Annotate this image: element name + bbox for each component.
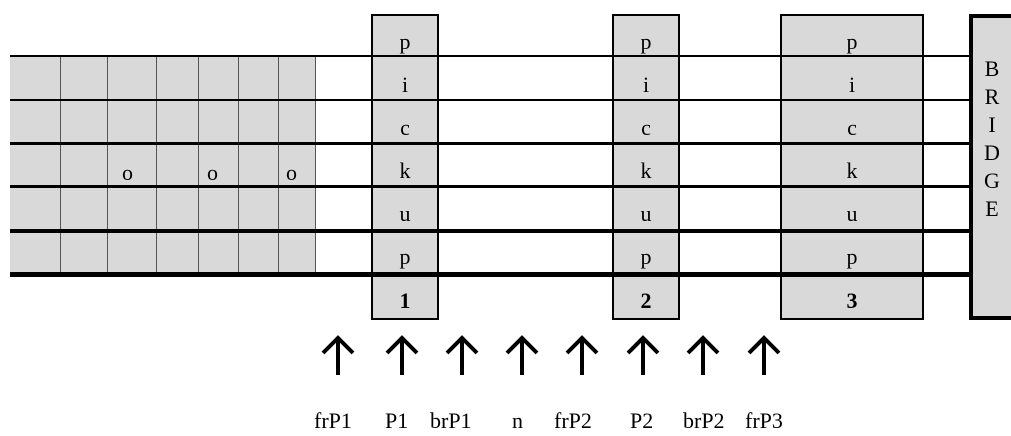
pickup-letter: p [846, 244, 858, 269]
pickup-divider [780, 55, 924, 57]
pickup-divider [371, 99, 439, 101]
up-arrow-icon [626, 335, 660, 375]
pickup-number: 2 [640, 288, 652, 313]
pickup-divider [612, 229, 680, 233]
pickup-letter: k [399, 158, 411, 183]
pickup-letter: i [848, 72, 856, 97]
pickup-divider [780, 229, 924, 233]
fret-line [156, 56, 157, 276]
pickup-letter: p [399, 244, 411, 269]
pickup-letter: u [399, 201, 411, 226]
pickup-divider [612, 185, 680, 188]
pickup-number: 3 [846, 288, 858, 313]
bridge-letter: I [988, 112, 996, 137]
pickup-letter: p [640, 244, 652, 269]
string-line [10, 142, 970, 145]
bridge-letter: R [984, 84, 1000, 109]
pickup-divider [612, 55, 680, 57]
pickup-letter: k [640, 158, 652, 183]
up-arrow-icon [747, 335, 781, 375]
bridge-letter: G [984, 168, 1000, 193]
fret-line [315, 56, 316, 276]
up-arrow-icon [565, 335, 599, 375]
fret-marker: o [122, 160, 133, 185]
pickup-letter: u [846, 201, 858, 226]
pickup-divider [371, 229, 439, 233]
fret-line [107, 56, 108, 276]
position-label: frP2 [554, 408, 592, 433]
position-label: P1 [385, 408, 409, 433]
pickup-letter: c [400, 115, 410, 140]
pickup-1: p i c k u p 1 [371, 14, 439, 320]
position-label: P2 [630, 408, 654, 433]
string-line [10, 55, 970, 57]
position-label: brP1 [430, 408, 472, 433]
pickup-divider [371, 142, 439, 145]
pickup-divider [371, 272, 439, 277]
pickup-divider [612, 272, 680, 277]
pickup-divider [780, 142, 924, 145]
pickup-divider [371, 185, 439, 188]
bridge: B R I D G E ​ [969, 14, 1011, 320]
pickup-letter: k [846, 158, 858, 183]
fret-line [60, 56, 61, 276]
pickup-divider [780, 99, 924, 101]
position-label: frP3 [745, 408, 783, 433]
fret-marker: o [286, 160, 297, 185]
pickup-number: 1 [399, 288, 411, 313]
pickup-letter: u [640, 201, 652, 226]
position-label: brP2 [683, 408, 725, 433]
bridge-letter: ​ [973, 226, 1011, 248]
string-line [10, 229, 970, 233]
pickup-letter: c [847, 115, 857, 140]
fret-line [278, 56, 279, 276]
string-line [10, 99, 970, 101]
bridge-letter: B [984, 56, 1000, 81]
pickup-divider [780, 272, 924, 277]
up-arrow-icon [445, 335, 479, 375]
position-label: n [512, 408, 523, 433]
pickup-letter: p [846, 29, 858, 54]
up-arrow-icon [385, 335, 419, 375]
pickup-letter: p [640, 29, 652, 54]
pickup-divider [612, 99, 680, 101]
pickup-divider [780, 185, 924, 188]
pickup-letter: i [642, 72, 650, 97]
pickup-letter: p [399, 29, 411, 54]
fret-line [238, 56, 239, 276]
pickup-letter: i [401, 72, 409, 97]
pickup-3: p i c k u p 3 [780, 14, 924, 320]
up-arrow-icon [686, 335, 720, 375]
fretboard [10, 56, 316, 276]
fret-line [198, 56, 199, 276]
up-arrow-icon [505, 335, 539, 375]
string-line [10, 272, 970, 277]
bridge-letter: E [985, 196, 999, 221]
string-line [10, 185, 970, 188]
pickup-letter: c [641, 115, 651, 140]
position-label: frP1 [314, 408, 352, 433]
bridge-letter: D [984, 140, 1000, 165]
pickup-2: p i c k u p 2 [612, 14, 680, 320]
pickup-divider [371, 55, 439, 57]
fret-marker: o [207, 160, 218, 185]
up-arrow-icon [321, 335, 355, 375]
pickup-divider [612, 142, 680, 145]
